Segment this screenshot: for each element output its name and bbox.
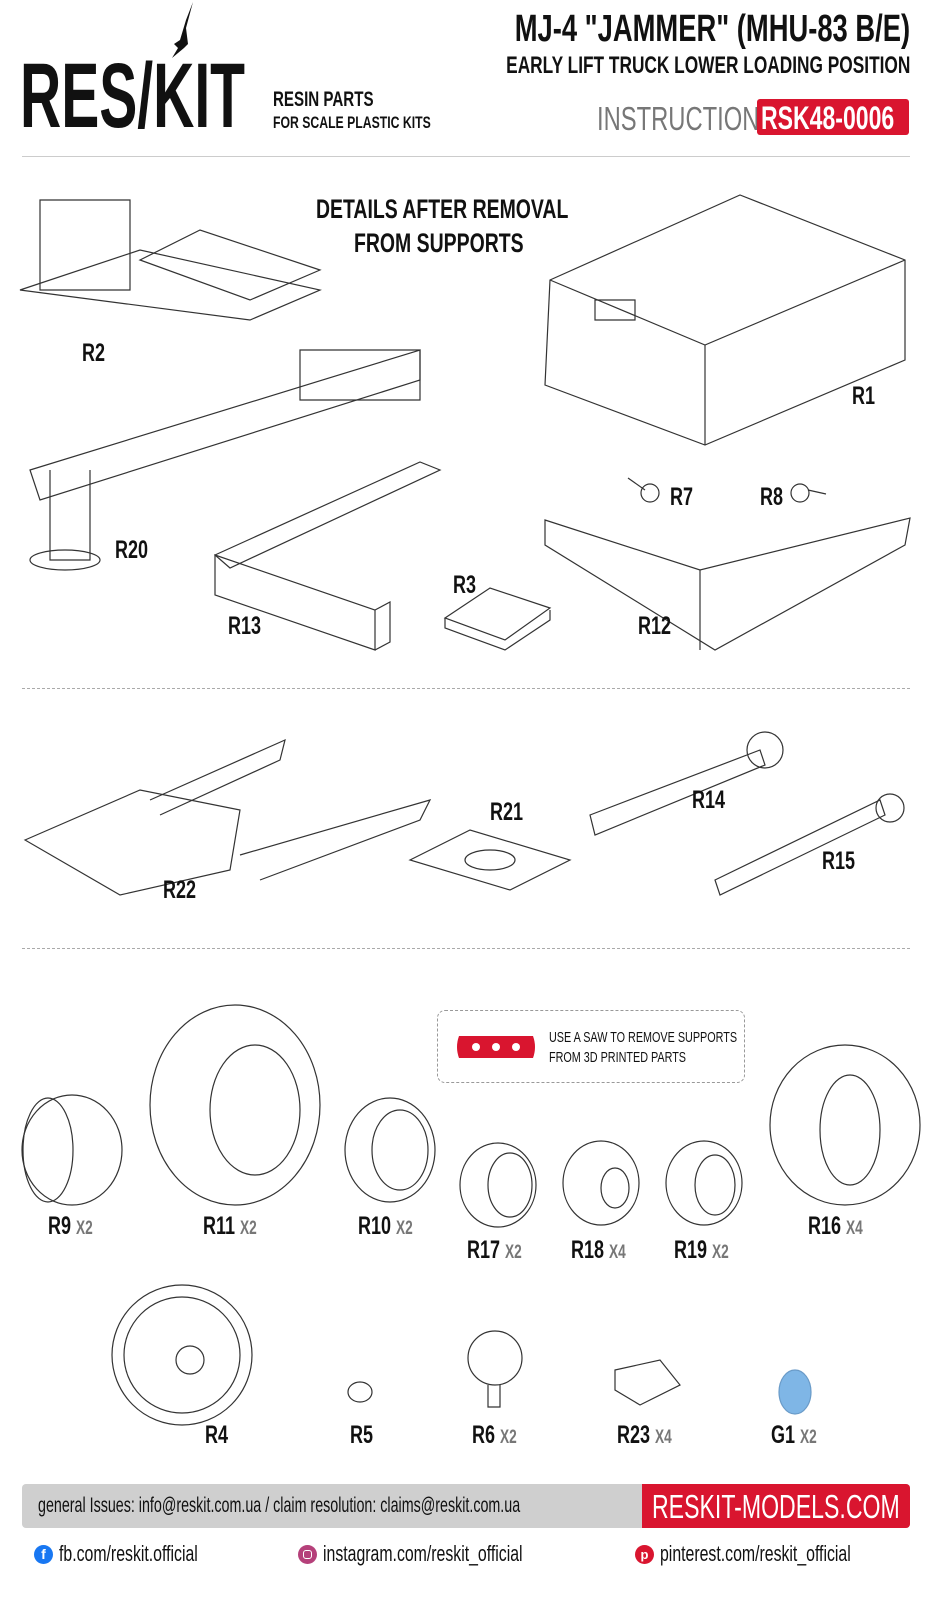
instruction-label: INSTRUCTION	[597, 100, 760, 137]
part-label-r22: R22	[163, 876, 197, 904]
part-label-r3: R3	[453, 571, 477, 599]
facebook-icon: f	[34, 1544, 53, 1564]
document-subtitle: EARLY LIFT TRUCK LOWER LOADING POSITION	[505, 52, 910, 79]
part-label-r8: R8	[760, 483, 784, 511]
part-label-r17: R17 X2	[467, 1236, 522, 1264]
part-label-r5: R5	[350, 1421, 374, 1449]
part-label-r19: R19 X2	[674, 1236, 729, 1264]
part-label-r7: R7	[670, 483, 694, 511]
part-r19-drawing	[665, 1140, 743, 1226]
contact-emails: general Issues: info@reskit.com.ua / cla…	[38, 1494, 521, 1517]
part-r12-drawing	[544, 517, 911, 651]
part-label-r14: R14	[692, 786, 726, 814]
reskit-logo: RES/KIT	[20, 50, 383, 142]
jet-silhouette-icon	[172, 2, 193, 58]
part-r6-drawing	[467, 1330, 523, 1408]
part-r16-drawing	[769, 1044, 921, 1206]
part-r4-drawing	[111, 1284, 253, 1426]
part-r11-drawing	[149, 1004, 321, 1206]
part-r23-drawing	[614, 1359, 681, 1406]
part-r20-drawing	[29, 349, 421, 571]
website-link[interactable]: RESKIT-MODELS.COM	[642, 1484, 910, 1528]
part-label-r21: R21	[490, 798, 524, 826]
logo-text: RES/KIT	[20, 45, 246, 147]
document-title: MJ-4 "JAMMER" (MHU-83 B/E)	[514, 8, 910, 50]
part-label-g1: G1 X2	[771, 1421, 817, 1449]
part-label-r11: R11 X2	[203, 1212, 257, 1240]
part-label-r6: R6 X2	[472, 1421, 517, 1449]
instruction-code-badge: RSK48-0006	[757, 99, 909, 135]
tagline-resin-parts: RESIN PARTS	[273, 88, 374, 111]
part-r7-drawing	[627, 477, 660, 503]
saw-blade-icon	[457, 1036, 535, 1058]
part-r17-drawing	[459, 1142, 537, 1228]
part-r2-drawing	[19, 199, 322, 321]
section-title-line1: DETAILS AFTER REMOVAL	[316, 194, 569, 224]
part-label-r16: R16 X4	[808, 1212, 863, 1240]
tagline-scale-kits: FOR SCALE PLASTIC KITS	[273, 113, 431, 132]
part-label-r23: R23 X4	[617, 1421, 672, 1449]
part-label-r9: R9 X2	[48, 1212, 93, 1240]
part-label-r15: R15	[822, 847, 856, 875]
part-illustrations	[19, 194, 921, 1426]
part-r5-drawing	[347, 1381, 373, 1403]
part-r21-drawing	[408, 829, 572, 891]
footer-contact-bar: general Issues: info@reskit.com.ua / cla…	[22, 1484, 910, 1528]
pinterest-icon: p	[635, 1544, 654, 1564]
part-label-r13: R13	[228, 612, 262, 640]
section-divider	[22, 688, 910, 689]
part-g1-drawing	[778, 1369, 812, 1415]
part-r18-drawing	[562, 1140, 640, 1226]
part-label-r20: R20	[115, 536, 149, 564]
part-label-r4: R4	[205, 1421, 229, 1449]
part-r9-drawing	[21, 1094, 123, 1206]
note-line1: USE A SAW TO REMOVE SUPPORTS	[549, 1029, 738, 1046]
saw-note-box: USE A SAW TO REMOVE SUPPORTS FROM 3D PRI…	[437, 1010, 745, 1083]
part-label-r2: R2	[82, 339, 106, 367]
part-r13-drawing	[213, 461, 442, 651]
part-r3-drawing	[443, 587, 552, 651]
pinterest-link[interactable]: p pinterest.com/reskit_official	[635, 1541, 925, 1567]
instagram-link[interactable]: instagram.com/reskit_official	[298, 1541, 600, 1567]
part-r15-drawing	[714, 793, 905, 896]
header-divider	[22, 156, 910, 157]
section-divider	[22, 948, 910, 949]
part-r10-drawing	[344, 1097, 436, 1203]
part-r1-drawing	[544, 194, 906, 446]
part-label-r12: R12	[638, 612, 672, 640]
facebook-link[interactable]: f fb.com/reskit.official	[34, 1541, 252, 1567]
part-r14-drawing	[589, 731, 784, 836]
part-r22-drawing	[23, 738, 432, 896]
note-line2: FROM 3D PRINTED PARTS	[549, 1049, 687, 1066]
part-label-r18: R18 X4	[571, 1236, 626, 1264]
part-label-r10: R10 X2	[358, 1212, 413, 1240]
instagram-icon	[298, 1544, 317, 1564]
part-r8-drawing	[790, 483, 827, 503]
part-label-r1: R1	[852, 382, 876, 410]
section-title-line2: FROM SUPPORTS	[354, 228, 524, 258]
